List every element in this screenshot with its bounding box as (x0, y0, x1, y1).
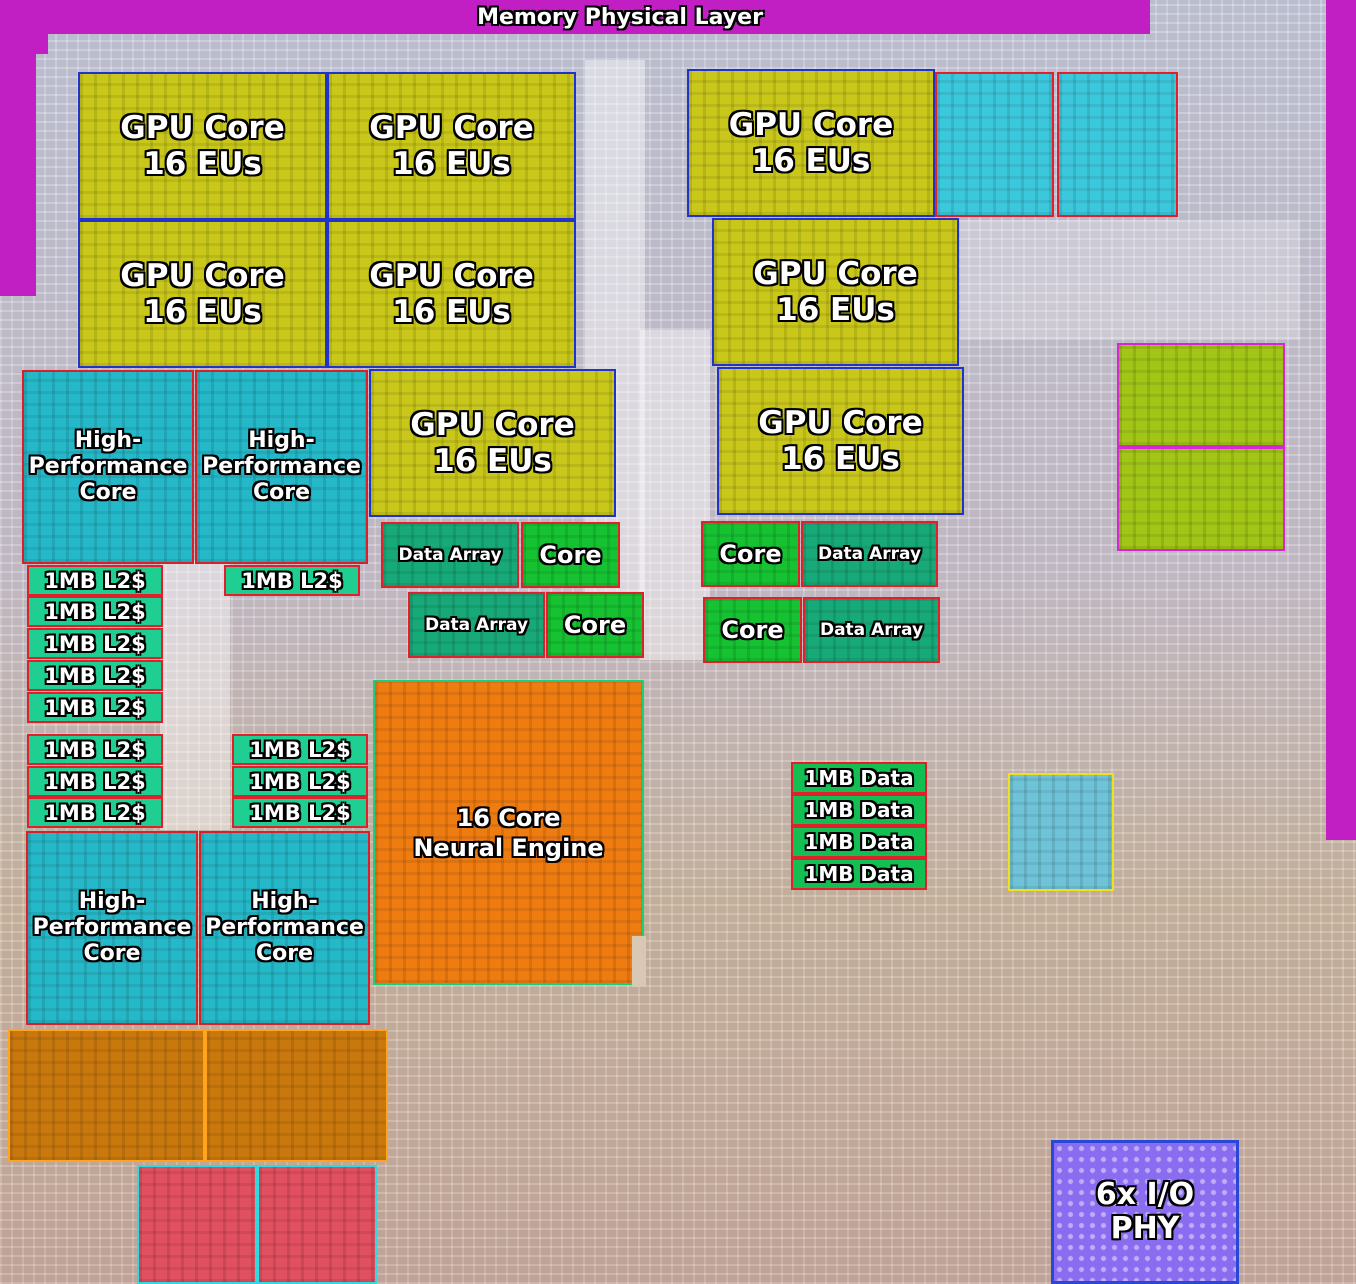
data-cache: 1MB Data (791, 826, 927, 858)
l2-cache: 1MB L2$ (224, 565, 360, 596)
efficiency-core: Core (546, 592, 644, 658)
unlabeled-block (1008, 773, 1114, 891)
l2-cache: 1MB L2$ (27, 596, 163, 627)
data-array: Data Array (803, 597, 940, 663)
unlabeled-block (137, 1165, 257, 1284)
data-cache: 1MB Data (791, 794, 927, 826)
interconnect-trace (960, 220, 1300, 340)
l2-cache: 1MB L2$ (27, 734, 163, 765)
memory-phy-left (0, 0, 36, 296)
l2-cache: 1MB L2$ (27, 565, 163, 596)
data-cache: 1MB Data (791, 858, 927, 890)
interconnect-trace (160, 560, 230, 830)
unlabeled-block (205, 1029, 388, 1162)
l2-cache: 1MB L2$ (232, 734, 368, 765)
neural-engine-notch (632, 936, 646, 987)
l2-cache: 1MB L2$ (27, 692, 163, 723)
l2-cache: 1MB L2$ (27, 660, 163, 691)
l2-cache: 1MB L2$ (27, 797, 163, 828)
l2-cache: 1MB L2$ (232, 766, 368, 797)
efficiency-core: Core (521, 522, 620, 588)
unlabeled-block (1117, 447, 1285, 551)
data-array: Data Array (801, 521, 938, 587)
data-array: Data Array (381, 522, 519, 588)
l2-cache: 1MB L2$ (232, 797, 368, 828)
l2-cache: 1MB L2$ (27, 628, 163, 659)
unlabeled-block (8, 1029, 205, 1162)
data-cache: 1MB Data (791, 762, 927, 794)
unlabeled-block (1117, 343, 1285, 447)
interconnect-trace (640, 330, 710, 660)
memory-phy-top (0, 0, 1150, 34)
efficiency-core: Core (703, 597, 802, 663)
unlabeled-block (1057, 72, 1178, 217)
memory-phy-label: Memory Physical Layer (477, 4, 763, 30)
efficiency-core: Core (701, 521, 800, 587)
l2-cache: 1MB L2$ (27, 766, 163, 797)
memory-phy-right (1326, 0, 1356, 840)
unlabeled-block (257, 1165, 377, 1284)
unlabeled-block (935, 72, 1054, 217)
data-array: Data Array (408, 592, 545, 658)
